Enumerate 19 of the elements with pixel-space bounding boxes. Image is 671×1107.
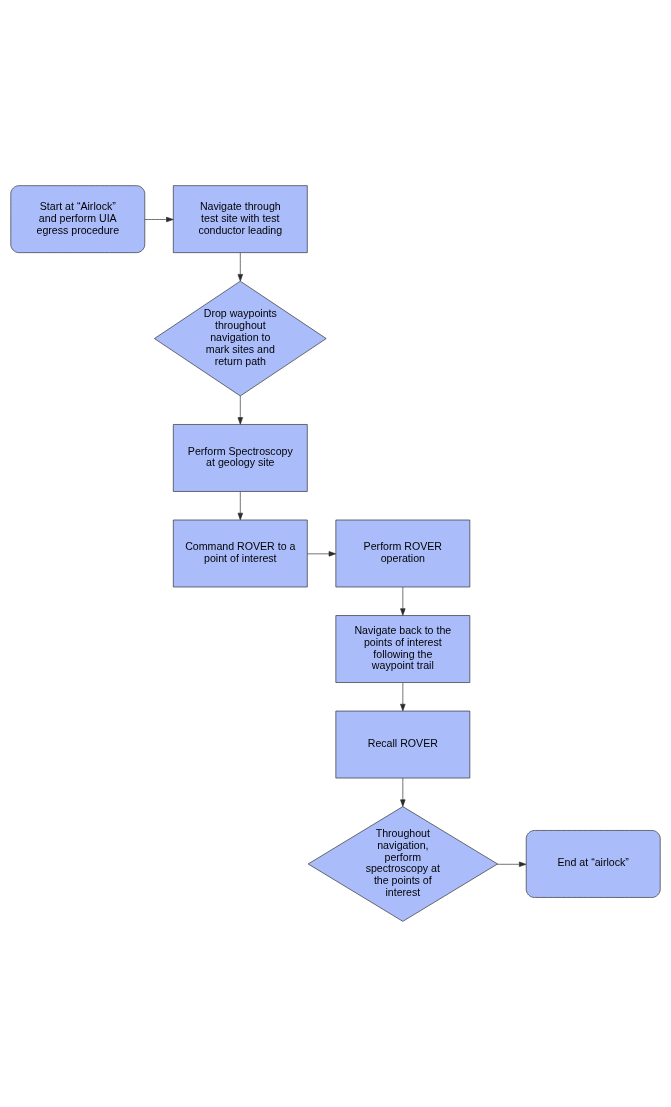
arrow bbox=[400, 586, 406, 616]
node-diamond: Drop waypoints throughout navigation to mark sites and return path bbox=[154, 280, 327, 397]
arrow bbox=[237, 395, 243, 425]
node-box: Recall ROVER bbox=[335, 710, 471, 779]
arrow bbox=[400, 682, 406, 712]
node-box: End at “airlock” bbox=[525, 830, 661, 898]
arrow bbox=[496, 861, 527, 867]
node-box: Navigate through test site with test conductor leading bbox=[172, 185, 308, 253]
arrow bbox=[144, 216, 174, 223]
node-box: Perform Spectroscopy at geology site bbox=[172, 424, 308, 492]
node-box: Navigate back to the points of interest following the waypoint trail bbox=[335, 615, 471, 683]
node-box: Perform ROVER operation bbox=[335, 519, 471, 588]
node-box: Start at “Airlock” and perform UIA egress procedure bbox=[10, 185, 146, 253]
arrow bbox=[237, 491, 243, 521]
node-diamond: Throughout navigation, perform spectroscopy at the points of interest bbox=[307, 806, 498, 922]
arrow bbox=[237, 252, 243, 282]
arrow bbox=[400, 777, 406, 807]
node-box: Command ROVER to a point of interest bbox=[172, 519, 308, 588]
arrow bbox=[307, 551, 336, 557]
